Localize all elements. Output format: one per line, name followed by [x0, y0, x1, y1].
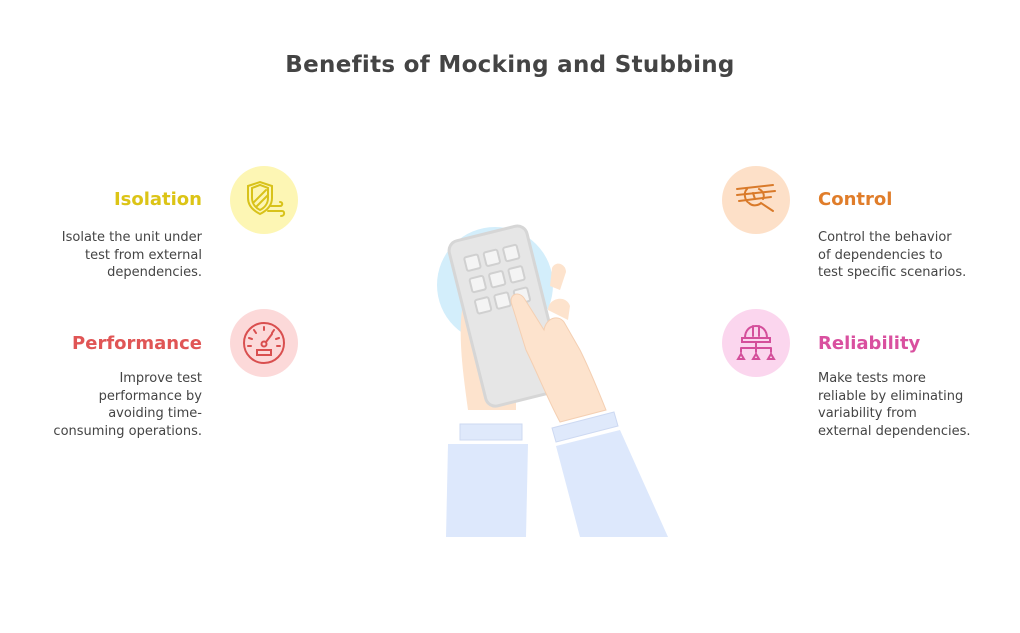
control-heading: Control — [818, 189, 893, 210]
control-description: Control the behavior of dependencies to … — [818, 230, 967, 280]
reliability-description: Make tests more reliable by eliminating … — [818, 371, 971, 439]
hand-strings-icon — [722, 166, 790, 234]
left-sleeve — [446, 444, 528, 537]
performance-description: Improve test performance by avoiding tim… — [53, 371, 202, 439]
page-title: Benefits of Mocking and Stubbing — [285, 52, 735, 78]
isolation-heading: Isolation — [113, 189, 202, 210]
right-sleeve — [556, 430, 668, 537]
speedometer-icon — [230, 309, 298, 377]
isolation-description: Isolate the unit under test from externa… — [61, 230, 202, 280]
performance-heading: Performance — [72, 333, 202, 354]
shield-wind-icon — [230, 166, 298, 234]
hand-phone-illustration — [420, 210, 680, 540]
reliability-heading: Reliability — [818, 333, 921, 354]
hardhat-hierarchy-icon — [722, 309, 790, 377]
